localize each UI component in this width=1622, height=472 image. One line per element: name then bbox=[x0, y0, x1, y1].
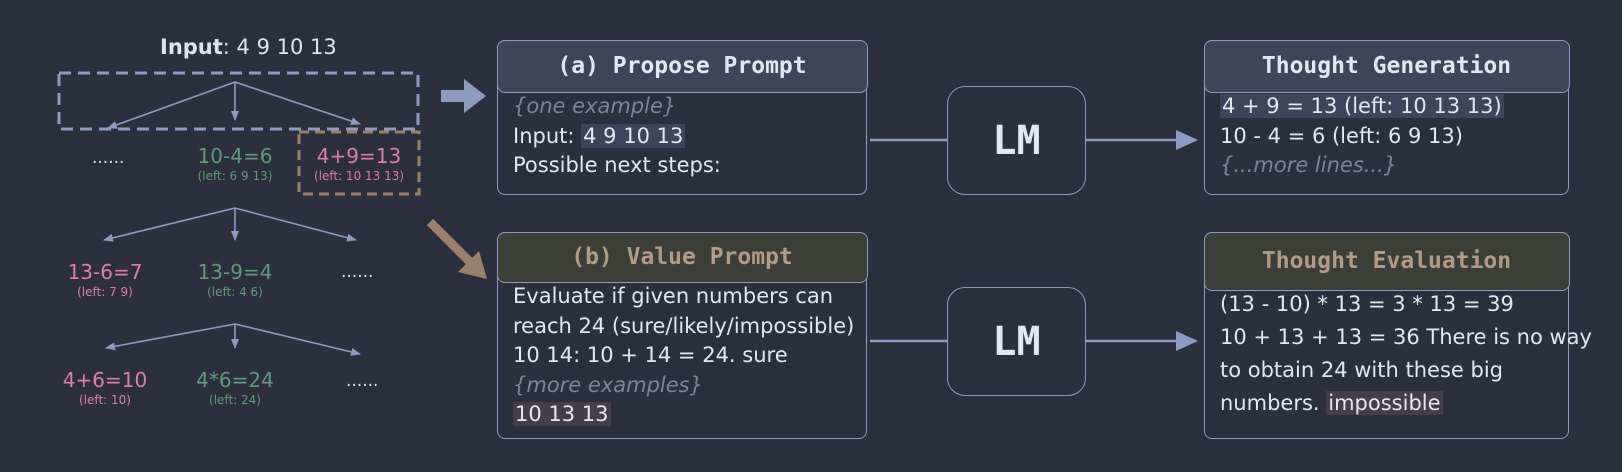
output-line: 10 + 13 + 13 = 36 There is no way bbox=[1220, 325, 1592, 349]
output-highlight: 4 + 9 = 13 (left: 10 13 13) bbox=[1220, 94, 1504, 118]
thought-evaluation-title: Thought Evaluation bbox=[1203, 231, 1570, 291]
output-highlight: impossible bbox=[1326, 391, 1443, 415]
node-left: (left: 4 6) bbox=[207, 285, 263, 299]
arrow-to-value bbox=[426, 218, 487, 279]
flow-lines bbox=[870, 130, 1198, 351]
prompt-line: reach 24 (sure/likely/impossible) bbox=[513, 313, 855, 338]
arrow-to-propose bbox=[441, 79, 486, 113]
tree-dots: ...... bbox=[341, 262, 374, 282]
lm-box-evaluate: LM bbox=[947, 287, 1086, 396]
output-line: to obtain 24 with these big bbox=[1220, 358, 1503, 382]
tree-node[interactable]: 10-4=6 (left: 6 9 13) bbox=[175, 146, 295, 182]
propose-prompt-title: (a) Propose Prompt bbox=[496, 39, 868, 93]
node-value: 4*6=24 bbox=[196, 368, 274, 392]
thought-generation-body: 4 + 9 = 13 (left: 10 13 13) 10 - 4 = 6 (… bbox=[1220, 92, 1560, 181]
input-highlight: 4 9 10 13 bbox=[581, 123, 686, 148]
node-left: (left: 6 9 13) bbox=[197, 169, 273, 183]
prompt-line: Possible next steps: bbox=[513, 153, 721, 177]
output-line: numbers. impossible bbox=[1220, 387, 1560, 420]
tree-input-label: Input bbox=[160, 35, 223, 59]
input-label: Input: bbox=[513, 123, 582, 148]
propose-prompt-box: (a) Propose Prompt {one example} Input: … bbox=[496, 39, 868, 195]
prompt-line: {one example} bbox=[513, 94, 677, 118]
prompt-line: 10 14: 10 + 14 = 24. sure bbox=[513, 343, 788, 367]
selected-node-frame bbox=[297, 130, 421, 196]
tree-dots: ...... bbox=[346, 371, 379, 391]
node-left: (left: 10) bbox=[79, 393, 131, 407]
output-text: numbers. bbox=[1220, 391, 1327, 415]
prompt-line: Evaluate if given numbers can bbox=[513, 284, 834, 308]
thought-generation-box: Thought Generation 4 + 9 = 13 (left: 10 … bbox=[1203, 39, 1570, 195]
node-value: 13-6=7 bbox=[67, 260, 143, 284]
tree-dots: ...... bbox=[92, 148, 125, 168]
tree-input: Input: 4 9 10 13 bbox=[160, 37, 337, 58]
prompt-line: 10 13 13 bbox=[513, 400, 858, 430]
prompt-line: Input: 4 9 10 13 bbox=[513, 122, 858, 152]
thought-evaluation-box: Thought Evaluation (13 - 10) * 13 = 3 * … bbox=[1203, 231, 1592, 439]
output-line: 10 - 4 = 6 (left: 6 9 13) bbox=[1220, 123, 1463, 148]
thought-generation-title: Thought Generation bbox=[1203, 39, 1570, 93]
branch-level-3 bbox=[105, 323, 361, 356]
tree-node-selected[interactable]: 4+9=13 (left: 10 13 13) bbox=[299, 146, 419, 182]
tree-node[interactable]: 13-9=4 (left: 4 6) bbox=[175, 262, 295, 298]
node-left: (left: 24) bbox=[209, 393, 261, 407]
node-value: 4+6=10 bbox=[62, 368, 148, 392]
expansion-frame bbox=[57, 71, 420, 131]
node-left: (left: 10 13 13) bbox=[313, 169, 405, 183]
branch-level-1 bbox=[107, 81, 361, 129]
node-value: 4+9=13 bbox=[316, 144, 402, 168]
node-left: (left: 7 9) bbox=[77, 285, 133, 299]
value-prompt-body: Evaluate if given numbers can reach 24 (… bbox=[513, 282, 858, 430]
tree-node[interactable]: 4*6=24 (left: 24) bbox=[175, 370, 295, 406]
node-value: 13-9=4 bbox=[197, 260, 273, 284]
output-line: (13 - 10) * 13 = 3 * 13 = 39 bbox=[1220, 292, 1514, 316]
node-value: 10-4=6 bbox=[197, 144, 273, 168]
branch-level-2 bbox=[103, 207, 357, 242]
output-line: {...more lines...} bbox=[1220, 153, 1398, 177]
value-prompt-title: (b) Value Prompt bbox=[496, 231, 868, 283]
thought-evaluation-body: (13 - 10) * 13 = 3 * 13 = 39 10 + 13 + 1… bbox=[1220, 288, 1592, 420]
tree-node[interactable]: 4+6=10 (left: 10) bbox=[45, 370, 165, 406]
propose-prompt-body: {one example} Input: 4 9 10 13 Possible … bbox=[513, 92, 858, 181]
input-highlight: 10 13 13 bbox=[513, 402, 611, 426]
output-line: 4 + 9 = 13 (left: 10 13 13) bbox=[1220, 92, 1560, 122]
tree-node[interactable]: 13-6=7 (left: 7 9) bbox=[45, 262, 165, 298]
tree-input-value: : 4 9 10 13 bbox=[222, 35, 337, 59]
value-prompt-box: (b) Value Prompt Evaluate if given numbe… bbox=[496, 231, 868, 439]
lm-box-generate: LM bbox=[947, 86, 1086, 195]
prompt-line: {more examples} bbox=[513, 372, 703, 397]
